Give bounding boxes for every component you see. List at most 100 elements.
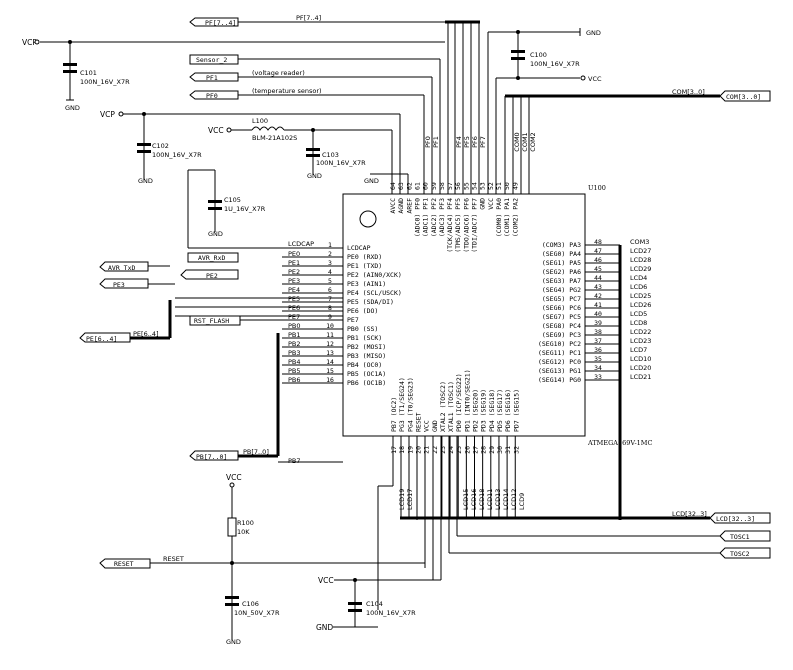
pin1-marker (359, 210, 377, 228)
reset-net: RESET (163, 555, 184, 563)
bottom-pin-net: LCD13 (494, 489, 502, 510)
left-pin-number: 6 (328, 286, 332, 294)
bottom-pin-number: 32 (512, 446, 520, 454)
right-pin-number: 36 (594, 346, 602, 354)
avr-rxd-port: AVR_RxD (198, 254, 225, 262)
right-pin-number: 48 (594, 238, 602, 246)
top-pin-net: PF0 (424, 136, 432, 148)
bottom-pin-function: PD2 (SEG20) (472, 389, 480, 432)
right-pin-function: (SEG5) PC7 (542, 295, 581, 303)
top-pin-function: (COM0) PA0 (495, 198, 503, 237)
pe-bus-port: PE[6..4] (86, 335, 117, 343)
rst-flash-port: RST_FLASH (194, 317, 229, 325)
pf1-note: (voltage reader) (252, 69, 305, 77)
left-pin-number: 10 (326, 322, 334, 330)
left-pin-function: PE1 (TXD) (347, 262, 382, 270)
pb7-net: PB7 (288, 457, 301, 465)
bottom-pin-number: 28 (480, 446, 488, 454)
pe-bus-netname: PE[6..4] (133, 330, 159, 338)
top-pin-number: 54 (471, 182, 479, 190)
right-pin-function: (SEG1) PA5 (542, 259, 581, 267)
bottom-pin-number: 19 (406, 446, 414, 454)
top-pin-function: (COM1) PA1 (503, 198, 511, 237)
pf0-note: (temperature sensor) (252, 87, 322, 95)
c103-gnd: GND (307, 172, 322, 180)
bottom-pin-number: 26 (463, 446, 471, 454)
bottom-pin-function: PD1 (INT0/SEG21) (463, 369, 471, 432)
right-pin-function: (SEG4) PG2 (542, 286, 581, 294)
bottom-pin-function: PD5 (SEG17) (496, 389, 504, 432)
left-pin-number: 13 (326, 349, 334, 357)
bottom-pin-number: 24 (447, 446, 455, 454)
bottom-pin-net: LCD14 (502, 489, 510, 510)
right-pin-number: 40 (594, 310, 602, 318)
bottom-pin-number: 21 (423, 446, 431, 454)
left-pin-net: PB1 (288, 331, 301, 339)
right-pin-net: LCD26 (630, 301, 651, 309)
top-pin-number: 52 (487, 182, 495, 190)
ic-body (342, 193, 586, 437)
right-pin-number: 45 (594, 265, 602, 273)
right-pin-function: (SEG7) PC5 (542, 313, 581, 321)
left-pin-net: PE6 (288, 304, 300, 312)
c106-value: 10N_50V_X7R (234, 609, 280, 617)
left-pin-number: 4 (328, 268, 332, 276)
bottom-pin-number: 17 (390, 446, 398, 454)
bottom-pin-number: 31 (504, 446, 512, 454)
right-pin-function: (SEG9) PC3 (542, 331, 581, 339)
top-pin-function: GND (479, 198, 487, 210)
left-pin-net: PB6 (288, 376, 301, 384)
gnd-c104: GND (316, 623, 333, 632)
bottom-pin-number: 20 (414, 446, 422, 454)
bottom-pin-number: 23 (439, 446, 447, 454)
vcc-top-right: VCC (588, 75, 602, 83)
right-pin-number: 44 (594, 274, 602, 282)
left-pin-function: PB0 (SS) (347, 325, 378, 333)
left-pin-function: PE0 (RXD) (347, 253, 382, 261)
left-pin-function: PE3 (AIN1) (347, 280, 386, 288)
left-pin-number: 1 (328, 241, 332, 249)
pe2-port: PE2 (206, 272, 218, 280)
top-pin-function: AVCC (389, 198, 397, 214)
right-pin-function: (SEG2) PA6 (542, 268, 581, 276)
left-pin-net: PB5 (288, 367, 301, 375)
right-pin-net: LCD28 (630, 256, 651, 264)
right-pin-number: 33 (594, 373, 602, 381)
top-pin-net: PF5 (463, 136, 471, 148)
left-pin-function: LCDCAP (347, 244, 371, 252)
right-pin-function: (COM3) PA3 (542, 241, 581, 249)
bottom-pin-net: LCD19 (398, 489, 406, 510)
c106-gnd: GND (226, 638, 241, 646)
left-pin-function: PE4 (SCL/USCK) (347, 289, 402, 297)
bottom-pin-function: GND (431, 420, 439, 432)
top-pin-function: (TMS/ADC5) PF5 (454, 198, 462, 253)
c105-ref: C105 (224, 196, 241, 204)
c102-ref: C102 (152, 142, 169, 150)
bottom-pin-net: LCD16 (470, 489, 478, 510)
top-pin-number: 55 (462, 182, 470, 190)
bottom-pin-net: LCD12 (510, 489, 518, 510)
c104-value: 100N_16V_X7R (366, 609, 416, 617)
top-pin-net: COM0 (513, 132, 521, 151)
top-pin-function: (ADC0) PF0 (413, 198, 421, 237)
top-pin-number: 61 (413, 182, 421, 190)
left-pin-number: 2 (328, 250, 332, 258)
tosc2-port: TOSC2 (730, 550, 750, 558)
pf-bus-netname: PF[7..4] (296, 14, 321, 22)
left-pin-function: PB6 (OC1B) (347, 379, 386, 387)
left-pin-net: PE4 (288, 286, 300, 294)
left-pin-number: 8 (328, 304, 332, 312)
c105-gnd: GND (208, 230, 223, 238)
right-pin-net: LCD21 (630, 373, 651, 381)
bottom-pin-net: LCD11 (486, 489, 494, 510)
bottom-pin-function: PD6 (SEG16) (504, 389, 512, 432)
r100-value: 10K (237, 528, 250, 536)
right-pin-net: LCD25 (630, 292, 651, 300)
bottom-pin-function: VCC (423, 420, 431, 432)
pb-bus-netname: PB[7..0] (243, 448, 269, 456)
left-pin-net: PE2 (288, 268, 300, 276)
right-pin-net: LCD6 (630, 283, 647, 291)
